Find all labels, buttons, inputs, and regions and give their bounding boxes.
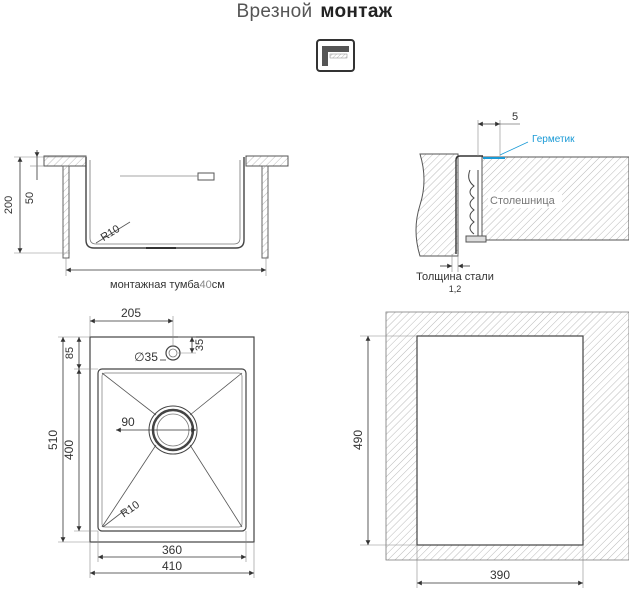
dim-total-width: 410: [162, 559, 182, 573]
steel-thickness-value: 1,2: [449, 284, 462, 294]
dim-bowl-width: 360: [162, 543, 182, 557]
dim-tap-hole: ∅35: [134, 350, 158, 364]
dim-section-depth: 50: [24, 192, 36, 204]
dim-bowl-depth: 400: [62, 440, 76, 460]
dim-section-height: 200: [3, 196, 15, 214]
title-light: Врезной: [236, 1, 313, 22]
page-title: Врезной монтаж: [0, 0, 629, 24]
dim-cutout-height: 490: [351, 430, 365, 450]
cabinet-caption: монтажная тумба40см: [110, 279, 225, 291]
title-bold: монтаж: [320, 1, 393, 22]
dim-cutout-width: 390: [490, 568, 510, 582]
undermount-icon: [316, 39, 355, 72]
dim-total-depth: 510: [46, 430, 60, 450]
dim-gap: 5: [512, 111, 518, 123]
cabinet-caption-prefix: монтажная тумба: [110, 279, 200, 291]
steel-thickness-label: Толщина стали: [416, 271, 494, 283]
plan-view: [58, 316, 255, 578]
dim-drain: 90: [121, 415, 135, 429]
dim-section-radius: R10: [99, 223, 122, 244]
countertop-label: Столешница: [490, 195, 556, 207]
dim-rim: 85: [64, 347, 76, 359]
detail-view: [415, 120, 629, 272]
cabinet-caption-size: 40: [200, 279, 212, 291]
dim-tap-offset-x: 205: [121, 306, 141, 320]
sealant-label: Герметик: [532, 134, 575, 145]
cutout-view: [360, 311, 629, 588]
dim-tap-offset-y: 35: [194, 339, 206, 351]
dim-plan-radius: R10: [119, 499, 142, 520]
cabinet-caption-unit: см: [212, 279, 225, 291]
section-view: [14, 150, 289, 276]
